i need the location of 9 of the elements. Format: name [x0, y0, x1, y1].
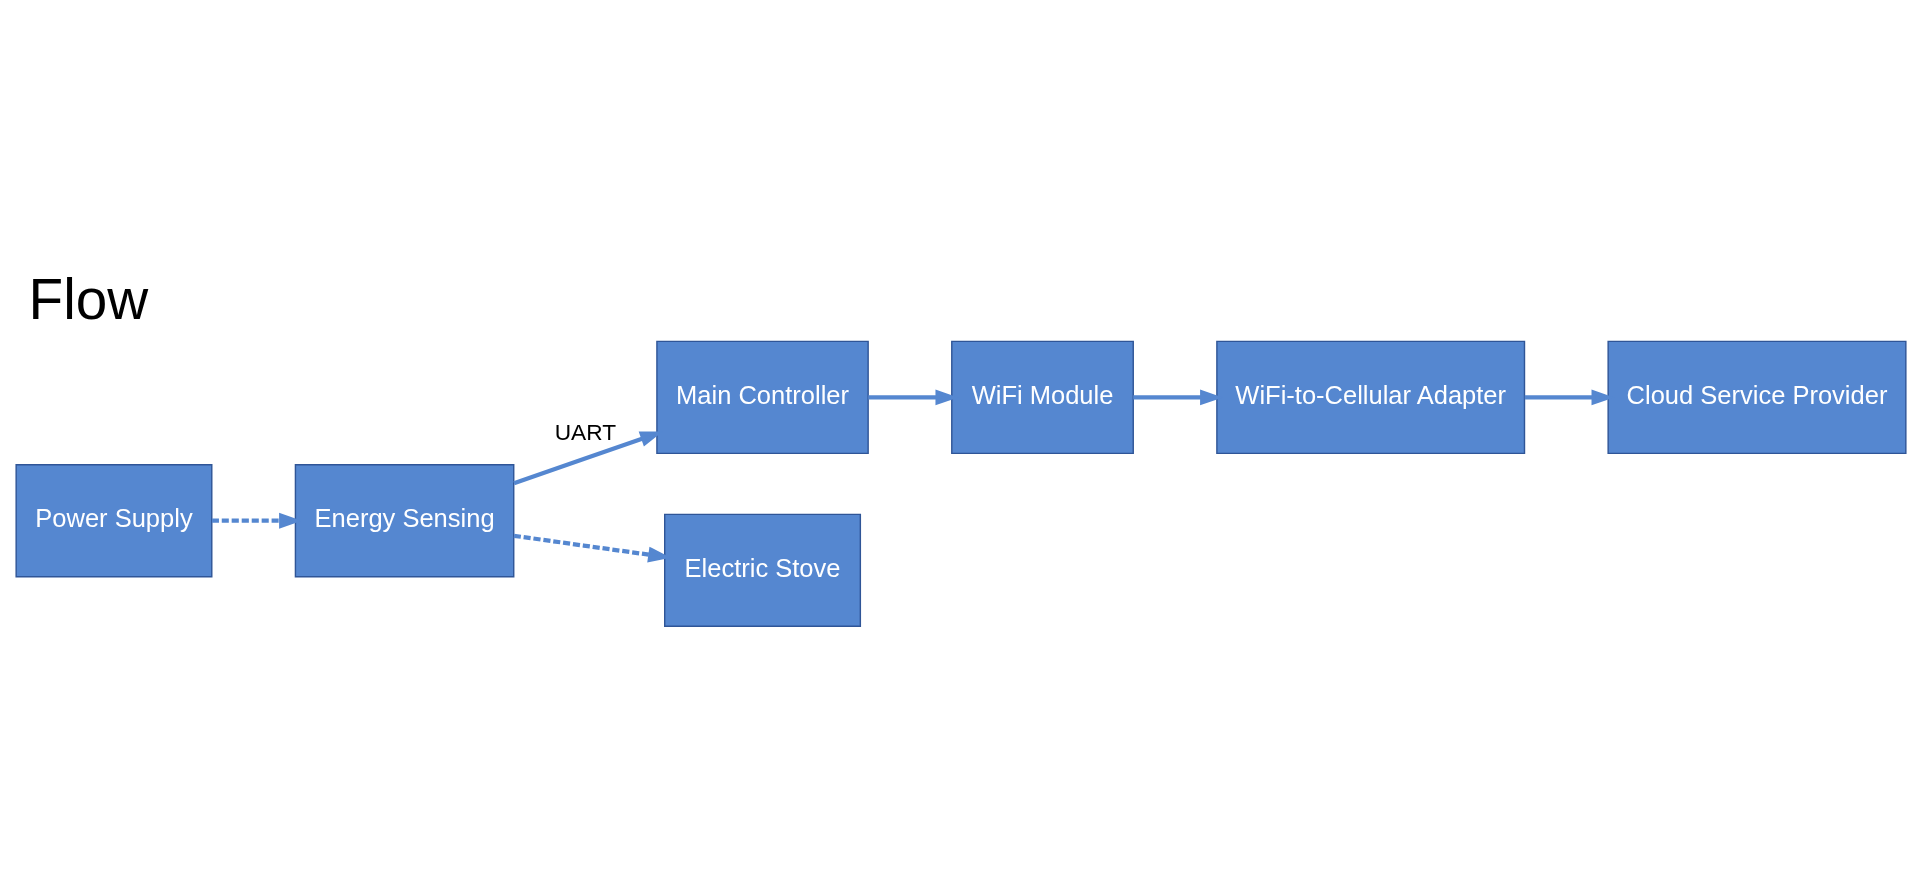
node-box: Electric Stove — [663, 513, 861, 627]
node-box: Power Supply — [14, 463, 212, 577]
node-box: WiFi Module — [950, 340, 1134, 454]
node-box: Main Controller — [655, 340, 869, 454]
diagram-title: Flow — [28, 267, 148, 331]
edge-label: UART — [554, 418, 616, 445]
node-box: Cloud Service Provider — [1606, 340, 1907, 454]
node-box: WiFi-to-Cellular Adapter — [1215, 340, 1525, 454]
node-box: Energy Sensing — [294, 463, 514, 577]
